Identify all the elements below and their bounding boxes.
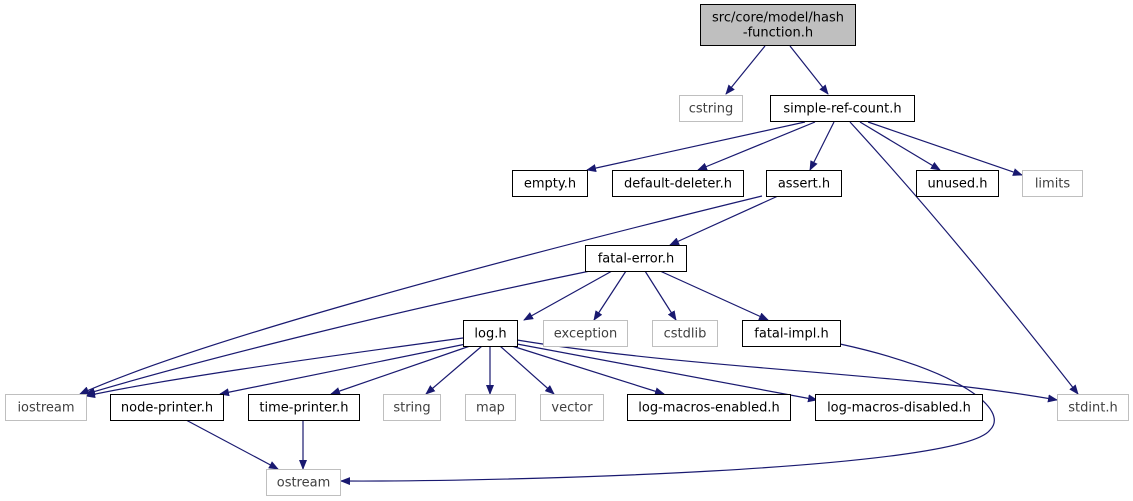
edge-log-to-time-printer xyxy=(330,345,471,395)
node-box xyxy=(512,170,588,197)
node-label: node-printer.h xyxy=(121,401,213,416)
edge-log-to-log-macros-disabled xyxy=(516,343,818,403)
node-cstring[interactable]: cstring xyxy=(679,95,743,122)
node-label: limits xyxy=(1035,177,1071,192)
node-time-printer[interactable]: time-printer.h xyxy=(248,394,360,421)
node-label: fatal-impl.h xyxy=(754,327,828,342)
edge-assert-to-fatal-error xyxy=(669,195,779,246)
node-label: vector xyxy=(551,401,593,416)
node-box xyxy=(266,469,341,496)
node-label: assert.h xyxy=(778,177,830,192)
edge-fatal-error-to-iostream xyxy=(85,270,591,396)
node-cstdlib[interactable]: cstdlib xyxy=(652,320,718,347)
node-label: empty.h xyxy=(524,177,576,192)
node-label: cstdlib xyxy=(664,327,707,342)
node-vector[interactable]: vector xyxy=(540,394,604,421)
node-box xyxy=(383,394,441,421)
node-limits[interactable]: limits xyxy=(1022,170,1083,197)
node-label: default-deleter.h xyxy=(624,177,732,192)
node-label: time-printer.h xyxy=(259,401,348,416)
node-empty[interactable]: empty.h xyxy=(512,170,588,197)
edge-log-to-node-printer xyxy=(219,343,467,397)
node-box xyxy=(465,394,516,421)
node-simple-ref-count[interactable]: simple-ref-count.h xyxy=(770,95,915,122)
edge-log-to-string xyxy=(425,345,483,395)
node-label: src/core/model/hash xyxy=(712,11,844,26)
node-box xyxy=(543,320,628,347)
node-ostream[interactable]: ostream xyxy=(266,469,341,496)
node-label: iostream xyxy=(17,401,74,416)
node-log-macros-disabled[interactable]: log-macros-disabled.h xyxy=(815,394,983,421)
edge-simple-ref-count-to-stdint xyxy=(849,121,1079,395)
edge-fatal-error-to-fatal-impl xyxy=(659,270,769,321)
node-fatal-error[interactable]: fatal-error.h xyxy=(585,245,687,272)
node-node-printer[interactable]: node-printer.h xyxy=(110,394,224,421)
node-box xyxy=(679,95,743,122)
node-map[interactable]: map xyxy=(465,394,516,421)
edge-simple-ref-count-to-default-deleter xyxy=(697,121,816,171)
node-box xyxy=(627,394,791,421)
edge-fatal-error-to-exception xyxy=(593,270,627,321)
node-fatal-impl[interactable]: fatal-impl.h xyxy=(742,320,841,347)
edge-node-printer-to-ostream xyxy=(185,419,279,470)
node-box xyxy=(5,394,87,421)
edge-log-to-iostream xyxy=(85,337,464,399)
node-box xyxy=(770,95,915,122)
edge-log-to-vector xyxy=(499,345,555,395)
node-box xyxy=(1022,170,1083,197)
node-box xyxy=(766,170,842,197)
node-box xyxy=(742,320,841,347)
node-log[interactable]: log.h xyxy=(463,320,518,347)
edge-log-to-stdint xyxy=(516,339,1058,403)
edge-fatal-error-to-cstdlib xyxy=(644,270,677,321)
node-box xyxy=(700,4,856,46)
node-hash-function[interactable]: src/core/model/hash-function.h xyxy=(700,4,856,46)
edge-log-to-log-macros-enabled xyxy=(511,345,665,396)
edge-hash-function-to-simple-ref-count xyxy=(789,45,829,95)
node-label: log-macros-disabled.h xyxy=(827,401,971,416)
node-box xyxy=(110,394,224,421)
edge-fatal-impl-to-ostream xyxy=(340,343,995,486)
edge-simple-ref-count-to-empty xyxy=(586,121,806,172)
node-label: simple-ref-count.h xyxy=(783,102,901,117)
node-box xyxy=(463,320,518,347)
node-box xyxy=(585,245,687,272)
node-label: map xyxy=(476,401,505,416)
node-stdint[interactable]: stdint.h xyxy=(1057,394,1129,421)
node-label: stdint.h xyxy=(1068,401,1117,416)
edge-assert-to-iostream xyxy=(79,195,763,395)
node-label: log-macros-enabled.h xyxy=(638,401,779,416)
node-label: log.h xyxy=(474,327,506,342)
node-layer: src/core/model/hash-function.h cstring sim… xyxy=(5,4,1129,496)
node-string[interactable]: string xyxy=(383,394,441,421)
edge-fatal-error-to-log xyxy=(523,270,613,321)
node-label: string xyxy=(393,401,430,416)
edge-simple-ref-count-to-limits xyxy=(867,121,1023,176)
node-box xyxy=(612,170,744,197)
node-box xyxy=(916,170,999,197)
node-label: ostream xyxy=(277,476,331,491)
node-label: -function.h xyxy=(743,26,813,41)
node-unused[interactable]: unused.h xyxy=(916,170,999,197)
node-box xyxy=(248,394,360,421)
node-default-deleter[interactable]: default-deleter.h xyxy=(612,170,744,197)
node-box xyxy=(1057,394,1129,421)
edge-simple-ref-count-to-unused xyxy=(859,121,941,171)
node-label: exception xyxy=(554,327,618,342)
node-label: unused.h xyxy=(927,177,987,192)
edge-simple-ref-count-to-assert xyxy=(809,121,835,171)
edge-layer xyxy=(79,45,1079,486)
node-box xyxy=(540,394,604,421)
edge-hash-function-to-cstring xyxy=(725,45,766,95)
node-iostream[interactable]: iostream xyxy=(5,394,87,421)
node-assert[interactable]: assert.h xyxy=(766,170,842,197)
node-box xyxy=(652,320,718,347)
node-label: cstring xyxy=(689,102,733,117)
node-log-macros-enabled[interactable]: log-macros-enabled.h xyxy=(627,394,791,421)
node-exception[interactable]: exception xyxy=(543,320,628,347)
node-label: fatal-error.h xyxy=(598,252,675,267)
node-box xyxy=(815,394,983,421)
